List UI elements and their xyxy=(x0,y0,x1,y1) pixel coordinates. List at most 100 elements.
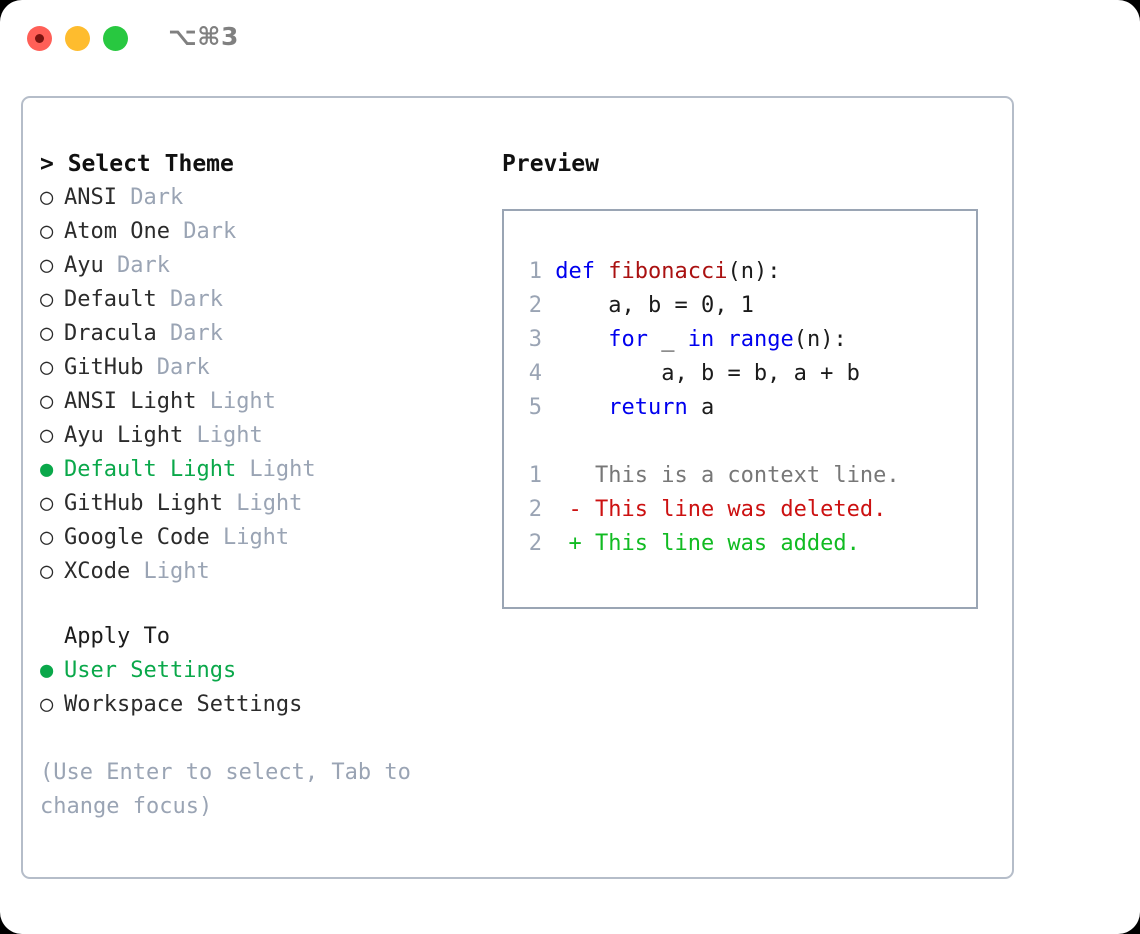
code-indent xyxy=(542,293,608,318)
theme-option-google-code[interactable]: ○ Google Code Light xyxy=(40,521,480,555)
theme-option-atom-one[interactable]: ○ Atom One Dark xyxy=(40,215,480,249)
theme-option-variant: Light xyxy=(196,389,276,414)
theme-option-variant: Light xyxy=(236,457,316,482)
theme-option-ansi[interactable]: ○ ANSI Dark xyxy=(40,181,480,215)
diff-line-added: 2 + This line was added. xyxy=(516,527,900,561)
radio-unselected-icon: ○ xyxy=(40,185,54,210)
theme-option-variant: Dark xyxy=(116,185,184,210)
theme-option-github-light[interactable]: ○GitHub Light Light xyxy=(40,487,480,521)
theme-option-label: GitHub Light xyxy=(64,491,223,516)
code-line: 5 return a xyxy=(516,391,860,425)
code-token: a, b = b, a + b xyxy=(661,361,860,386)
theme-option-label: Atom One xyxy=(64,219,170,244)
code-line: 4 a, b = b, a + b xyxy=(516,357,860,391)
title-bar: ⌥⌘3 xyxy=(0,0,1140,78)
main-panel: > Select Theme ○ANSI Dark○Atom One Dark○… xyxy=(21,96,1014,879)
theme-option-default[interactable]: ○Default Dark xyxy=(40,283,480,317)
theme-option-label: ANSI Light xyxy=(64,389,197,414)
theme-option-dracula[interactable]: ○Dracula Dark xyxy=(40,317,480,351)
theme-option-label: Default Light xyxy=(64,457,237,482)
code-token: for xyxy=(608,327,662,352)
diff-marker xyxy=(542,463,595,488)
theme-option-variant: Dark xyxy=(143,355,210,380)
apply-to-option-label: User Settings xyxy=(64,658,237,683)
code-line: 1 def fibonacci(n): xyxy=(516,255,860,289)
line-number: 2 xyxy=(528,531,542,556)
theme-option-label: GitHub xyxy=(64,355,144,380)
theme-option-variant: Light xyxy=(222,491,303,516)
radio-unselected-icon: ○ xyxy=(40,559,54,584)
radio-selected-icon: ● xyxy=(40,457,54,482)
theme-option-variant: Dark xyxy=(156,321,223,346)
theme-option-variant: Dark xyxy=(103,253,170,278)
code-token: fibonacci xyxy=(608,259,728,284)
radio-unselected-icon: ○ xyxy=(40,423,54,448)
code-indent xyxy=(542,361,661,386)
line-number: 5 xyxy=(528,395,542,420)
theme-option-label: Default xyxy=(64,287,157,312)
theme-option-variant: Light xyxy=(183,423,263,448)
radio-unselected-icon: ○ xyxy=(40,355,54,380)
line-number: 1 xyxy=(528,463,542,488)
apply-to-option-label: Workspace Settings xyxy=(64,692,303,717)
theme-selector-column: > Select Theme ○ANSI Dark○Atom One Dark○… xyxy=(40,147,480,824)
theme-option-label: Ayu xyxy=(64,253,104,278)
theme-option-github[interactable]: ○ GitHub Dark xyxy=(40,351,480,385)
diff-line-deleted: 2 - This line was deleted. xyxy=(516,493,900,527)
minimize-button[interactable] xyxy=(65,26,90,51)
code-token: a xyxy=(700,395,715,420)
diff-line-context: 1 This is a context line. xyxy=(516,459,900,493)
code-line: 3 for _ in range(n): xyxy=(516,323,860,357)
theme-option-label: Dracula xyxy=(64,321,157,346)
apply-to-option-workspace-settings[interactable]: ○ Workspace Settings xyxy=(40,688,480,722)
line-number: 2 xyxy=(528,497,542,522)
code-token: return xyxy=(608,395,701,420)
radio-unselected-icon: ○ xyxy=(40,692,54,717)
apply-to-header: Apply To xyxy=(64,624,170,649)
line-number: 4 xyxy=(528,361,542,386)
apply-to-option-user-settings[interactable]: ●User Settings xyxy=(40,654,480,688)
theme-option-xcode[interactable]: ○ XCode Light xyxy=(40,555,480,589)
preview-column: Preview 1 def fibonacci(n):2 a, b = 0, 1… xyxy=(502,147,992,609)
theme-option-ayu[interactable]: ○ Ayu Dark xyxy=(40,249,480,283)
theme-option-variant: Light xyxy=(130,559,210,584)
radio-unselected-icon: ○ xyxy=(40,219,54,244)
hint-spacer xyxy=(40,722,480,756)
code-token: (n): xyxy=(727,259,781,284)
code-indent xyxy=(542,259,555,284)
theme-option-default-light[interactable]: ● Default Light Light xyxy=(40,453,480,487)
diff-text: This line was deleted. xyxy=(594,497,887,522)
zoom-button[interactable] xyxy=(103,26,128,51)
diff-sample: 1 This is a context line.2 - This line w… xyxy=(516,459,900,561)
diff-marker: - xyxy=(542,497,595,522)
code-token: def xyxy=(555,259,609,284)
theme-option-variant: Light xyxy=(209,525,290,550)
diff-text: This is a context line. xyxy=(594,463,900,488)
radio-unselected-icon: ○ xyxy=(40,525,54,550)
code-indent xyxy=(542,327,608,352)
theme-option-ayu-light[interactable]: ○ Ayu Light Light xyxy=(40,419,480,453)
theme-option-variant: Dark xyxy=(169,219,237,244)
theme-list[interactable]: ○ANSI Dark○Atom One Dark○Ayu Dark○Defaul… xyxy=(40,181,480,589)
theme-option-label: ANSI xyxy=(64,185,117,210)
traffic-lights xyxy=(27,26,128,51)
radio-unselected-icon: ○ xyxy=(40,253,54,278)
diff-text: This line was added. xyxy=(594,531,860,556)
theme-option-ansi-light[interactable]: ○ ANSI Light Light xyxy=(40,385,480,419)
apply-to-list[interactable]: ●User Settings ○ Workspace Settings xyxy=(40,654,480,722)
keyboard-shortcut-label: ⌥⌘3 xyxy=(168,22,239,51)
hint-line-1: (Use Enter to select, Tab to xyxy=(40,760,411,785)
diff-marker: + xyxy=(542,531,595,556)
radio-unselected-icon: ○ xyxy=(40,389,54,414)
theme-option-label: Google Code xyxy=(64,525,210,550)
code-line: 2 a, b = 0, 1 xyxy=(516,289,860,323)
code-indent xyxy=(542,395,608,420)
code-token: a, b = 0, 1 xyxy=(608,293,754,318)
line-number: 3 xyxy=(528,327,542,352)
theme-option-label: XCode xyxy=(64,559,131,584)
close-button[interactable] xyxy=(27,26,52,51)
theme-option-label: Ayu Light xyxy=(64,423,184,448)
